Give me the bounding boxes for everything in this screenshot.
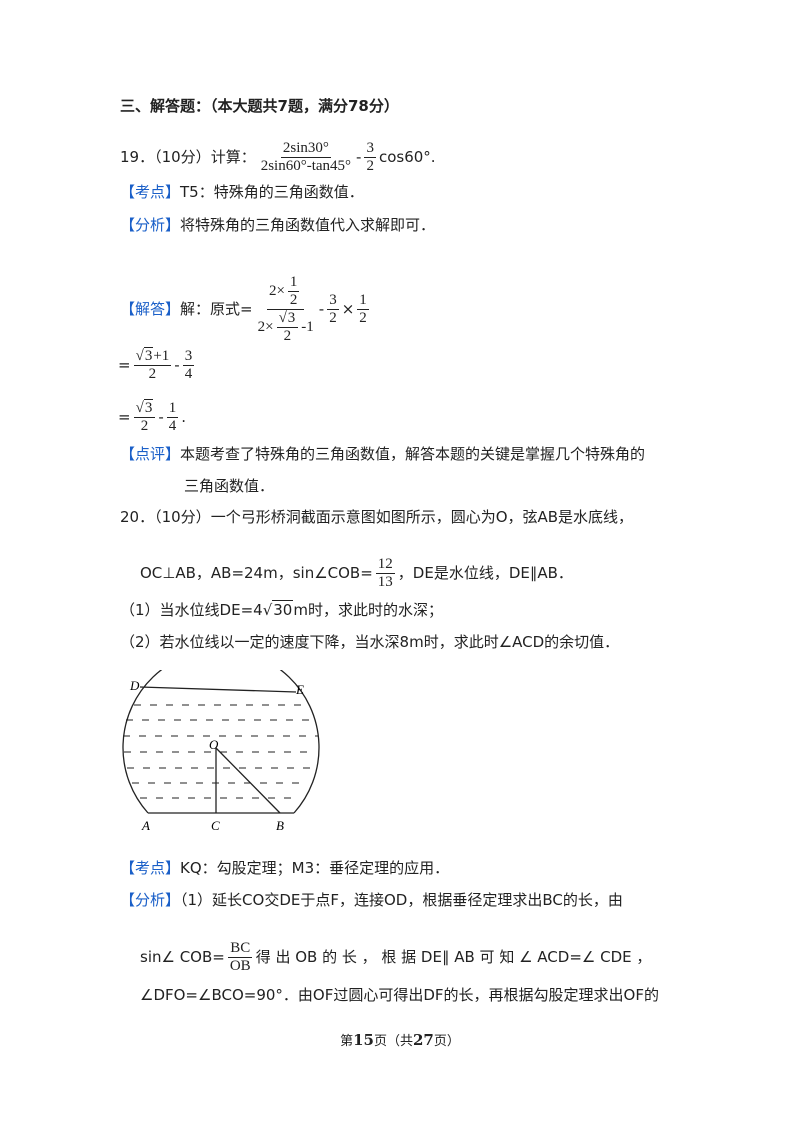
jieda-tag: 【解答】 — [120, 300, 181, 318]
water-dashes — [123, 704, 318, 799]
fenxi-tag: 【分析】 — [120, 216, 181, 234]
arch-circle — [122, 670, 320, 814]
q19-kaodian: 【考点】T5：特殊角的三角函数值． — [120, 183, 364, 201]
q20-line1: 20．（10分）一个弓形桥洞截面示意图如图所示，圆心为O，弦AB是水底线， — [120, 508, 634, 526]
kaodian-tag: 【考点】 — [120, 859, 181, 877]
q19-fenxi: 【分析】将特殊角的三角函数值代入求解即可． — [120, 216, 436, 234]
label-c: C — [211, 818, 220, 833]
q19-fraction: 2sin30°2sin60°-tan45° — [260, 140, 352, 174]
page-footer: 第15页（共27页） — [340, 1031, 460, 1049]
q19-number: 19． — [120, 148, 155, 166]
label-b: B — [276, 818, 284, 833]
label-a: A — [141, 818, 150, 833]
q20-fenxi-line3: ∠DFO=∠BCO=90°．由OF过圆心可得出DF的长，再根据勾股定理求出OF的 — [140, 986, 659, 1004]
q20-part1: （1）当水位线DE=4√30m时，求此时的水深； — [120, 600, 443, 619]
q20-part2: （2）若水位线以一定的速度下降，当水深8m时，求此时∠ACD的余切值． — [120, 633, 620, 651]
page-number: 15 — [353, 1031, 374, 1049]
kaodian-tag: 【考点】 — [120, 183, 181, 201]
q19-dianping-cont: 三角函数值． — [184, 477, 275, 495]
label-o: O — [209, 737, 219, 752]
q19-dianping: 【点评】本题考查了特殊角的三角函数值，解答本题的关键是掌握几个特殊角的 — [120, 445, 646, 463]
waterline-de — [139, 686, 297, 693]
q19-score: （10分） — [154, 148, 211, 166]
label-e: E — [295, 682, 304, 697]
q20-fenxi: 【分析】（1）延长CO交DE于点F，连接OD，根据垂径定理求出BC的长，由 — [120, 891, 623, 909]
fenxi-tag: 【分析】 — [120, 891, 181, 909]
section-title: 三、解答题：（本大题共7题，满分78分） — [120, 97, 399, 115]
q20-kaodian: 【考点】KQ：勾股定理；M3：垂径定理的应用． — [120, 859, 450, 877]
label-d: D — [129, 678, 140, 693]
q19-prompt: 计算： — [210, 148, 256, 166]
page-total: 27 — [413, 1031, 434, 1049]
dianping-tag: 【点评】 — [120, 445, 181, 463]
bridge-arch-figure: D E O A C B — [122, 670, 320, 833]
segment-ob — [215, 747, 281, 814]
